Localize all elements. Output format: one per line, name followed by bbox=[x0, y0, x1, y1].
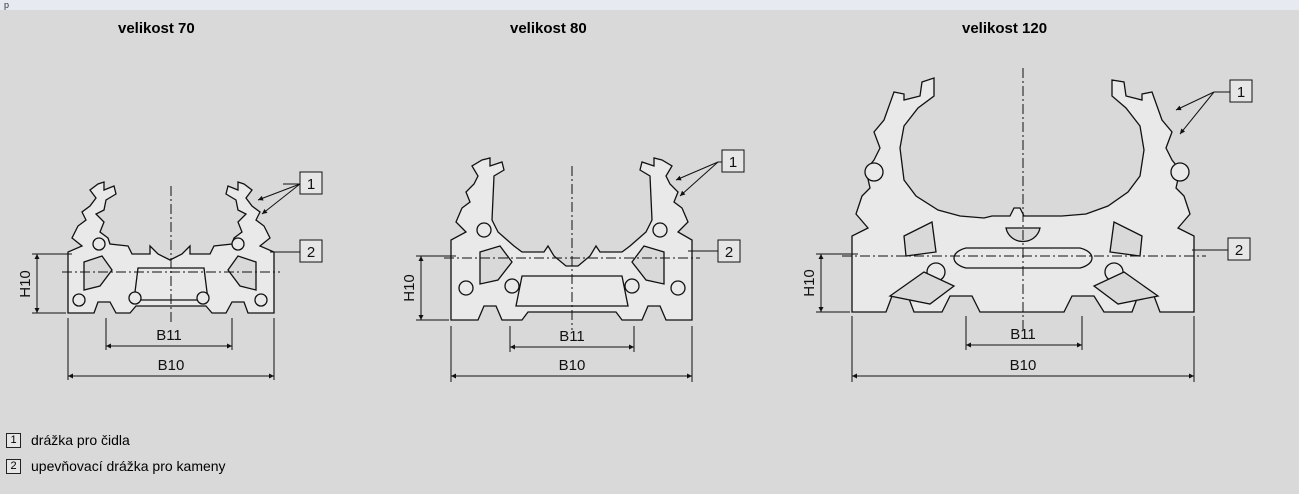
callout-labels: 1 2 1 2 1 2 bbox=[307, 84, 1245, 261]
profile-80-hole bbox=[504, 278, 520, 294]
profile-70-hole bbox=[92, 237, 106, 251]
profile-120 bbox=[851, 77, 1195, 313]
profile-70-hole bbox=[254, 293, 268, 307]
dimension-labels: B10 B11 H10 B10 B11 H10 B10 B11 H10 bbox=[17, 269, 1036, 374]
legend-text-1: drážka pro čidla bbox=[31, 432, 130, 448]
callout-label-120-2: 2 bbox=[1235, 242, 1243, 259]
callout-box-120-2 bbox=[1227, 237, 1251, 261]
dim-h10-80: H10 bbox=[401, 274, 418, 302]
profile-120-dimlines bbox=[816, 68, 1230, 382]
profile-80-hole bbox=[458, 280, 474, 296]
callout-label-70-1: 1 bbox=[307, 176, 315, 193]
legend-text-2: upevňovací drážka pro kameny bbox=[31, 458, 226, 474]
dim-b11-120: B11 bbox=[1010, 326, 1036, 343]
profile-70 bbox=[67, 181, 275, 314]
callout-box-80-2 bbox=[717, 239, 741, 263]
dim-h10-120: H10 bbox=[801, 269, 818, 297]
callout-boxes bbox=[299, 79, 1253, 263]
dim-b10-70: B10 bbox=[158, 357, 185, 374]
title-size-80: velikost 80 bbox=[510, 20, 587, 37]
callout-box-80-1 bbox=[721, 149, 745, 173]
profile-80-dimlines bbox=[416, 161, 722, 382]
legend-item-2: 2 upevňovací drážka pro kameny bbox=[6, 458, 226, 474]
callout-box-70-2 bbox=[299, 239, 323, 263]
callout-label-70-2: 2 bbox=[307, 244, 315, 261]
profile-80 bbox=[450, 157, 693, 321]
dim-b10-80: B10 bbox=[559, 357, 586, 374]
callout-box-70-1 bbox=[299, 171, 323, 195]
profile-70-dimlines bbox=[32, 183, 301, 380]
top-mark: p bbox=[4, 0, 10, 10]
callout-label-80-2: 2 bbox=[725, 244, 733, 261]
dim-h10-70: H10 bbox=[17, 270, 34, 298]
profile-120-hole bbox=[1170, 162, 1190, 182]
legend-box-2: 2 bbox=[6, 458, 21, 474]
profile-70-hole bbox=[128, 291, 142, 305]
profile-70-hole bbox=[72, 293, 86, 307]
legend-item-1: 1 drážka pro čidla bbox=[6, 432, 130, 448]
profile-120-hole bbox=[864, 162, 884, 182]
callout-label-120-1: 1 bbox=[1237, 84, 1245, 101]
profile-80-hole bbox=[670, 280, 686, 296]
profile-80-hole bbox=[624, 278, 640, 294]
dim-b10-120: B10 bbox=[1010, 357, 1037, 374]
profile-70-hole bbox=[196, 291, 210, 305]
profile-80-hole bbox=[652, 222, 668, 238]
profile-80-hole bbox=[476, 222, 492, 238]
callout-box-120-1 bbox=[1229, 79, 1253, 103]
profile-120-outline bbox=[851, 77, 1195, 313]
dim-b11-80: B11 bbox=[559, 328, 585, 345]
legend-box-1: 1 bbox=[6, 432, 21, 448]
profile-70-hole bbox=[231, 237, 245, 251]
dim-b11-70: B11 bbox=[156, 327, 182, 344]
title-size-70: velikost 70 bbox=[118, 20, 195, 37]
top-bar: p bbox=[0, 0, 1299, 10]
callout-label-80-1: 1 bbox=[729, 154, 737, 171]
profile-80-pocket bbox=[515, 275, 629, 307]
title-size-120: velikost 120 bbox=[962, 20, 1048, 37]
